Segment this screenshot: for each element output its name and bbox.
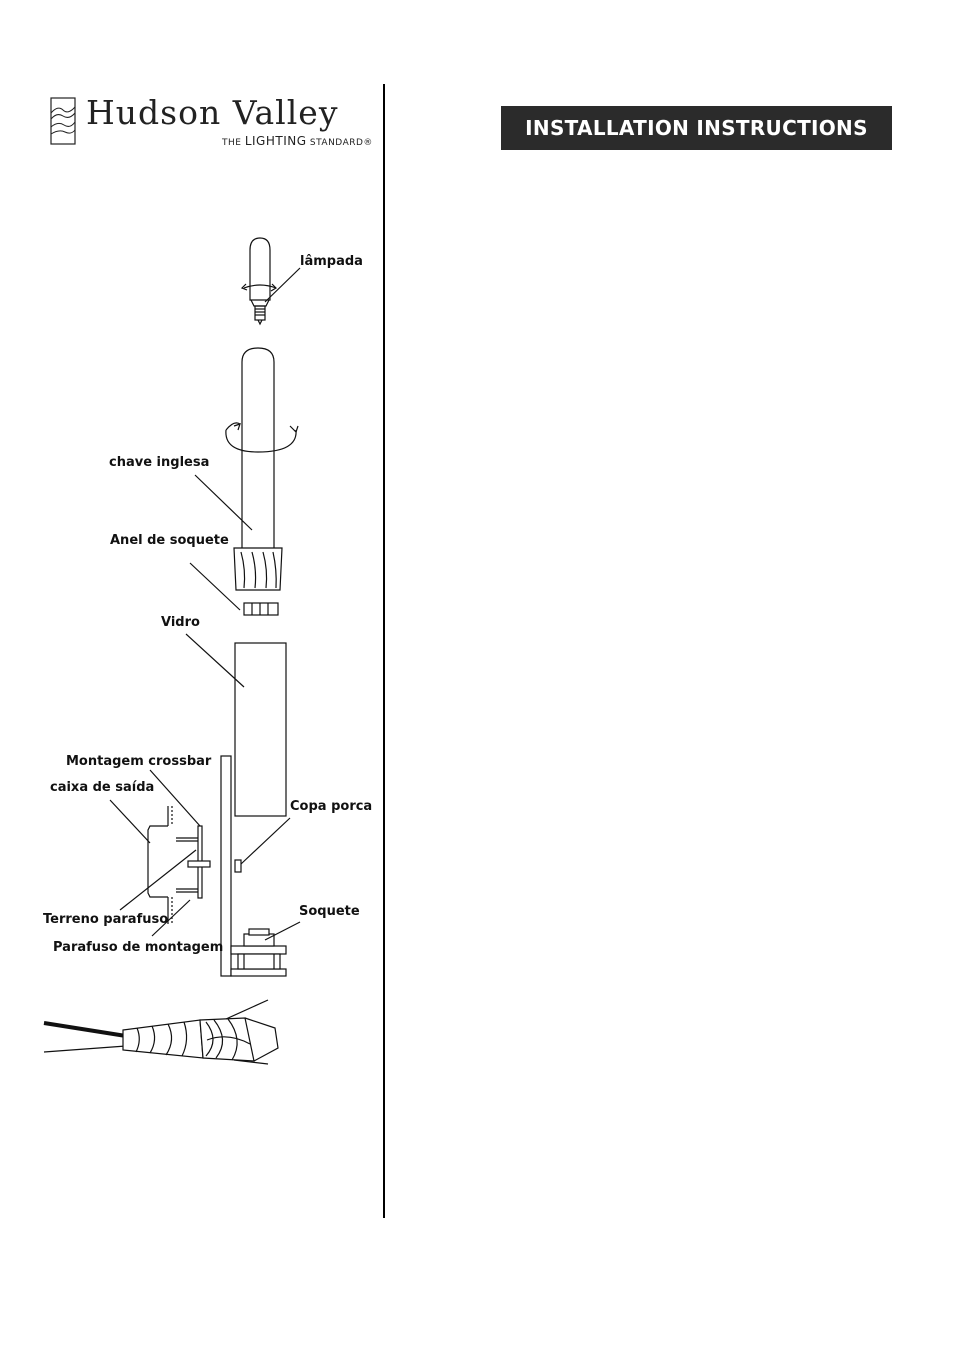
outlet-box-drawing (148, 806, 210, 924)
wrench-tube-drawing (226, 348, 298, 590)
cup-nut-drawing (235, 860, 241, 872)
ground-screw-leader-line (120, 850, 196, 910)
label-cup-nut: Copa porca (290, 799, 372, 815)
label-glass: Vidro (161, 615, 200, 631)
label-bulb: lâmpada (300, 254, 363, 270)
label-outlet-box: caixa de saída (50, 780, 154, 796)
glass-drawing (235, 643, 286, 816)
socket-drawing (231, 929, 286, 969)
label-mounting-screw: Parafuso de montagem (53, 940, 223, 956)
crossbar-leader-line (150, 770, 200, 826)
socket-leader-line (265, 922, 300, 940)
wrench-leader-line (195, 475, 252, 530)
bulb-drawing (242, 238, 276, 324)
socket-ring-leader-line (190, 563, 240, 610)
label-socket: Soquete (299, 904, 360, 920)
outlet-box-leader-line (110, 800, 150, 843)
label-ground-screw: Terreno parafuso (43, 912, 168, 928)
socket-ring-drawing (244, 603, 278, 615)
label-wrench: chave inglesa (109, 455, 209, 471)
wire-splice-drawing (44, 1000, 278, 1064)
label-socket-ring: Anel de soquete (110, 533, 229, 549)
cup-nut-leader-line (241, 818, 290, 864)
label-mounting-crossbar: Montagem crossbar (66, 754, 211, 770)
